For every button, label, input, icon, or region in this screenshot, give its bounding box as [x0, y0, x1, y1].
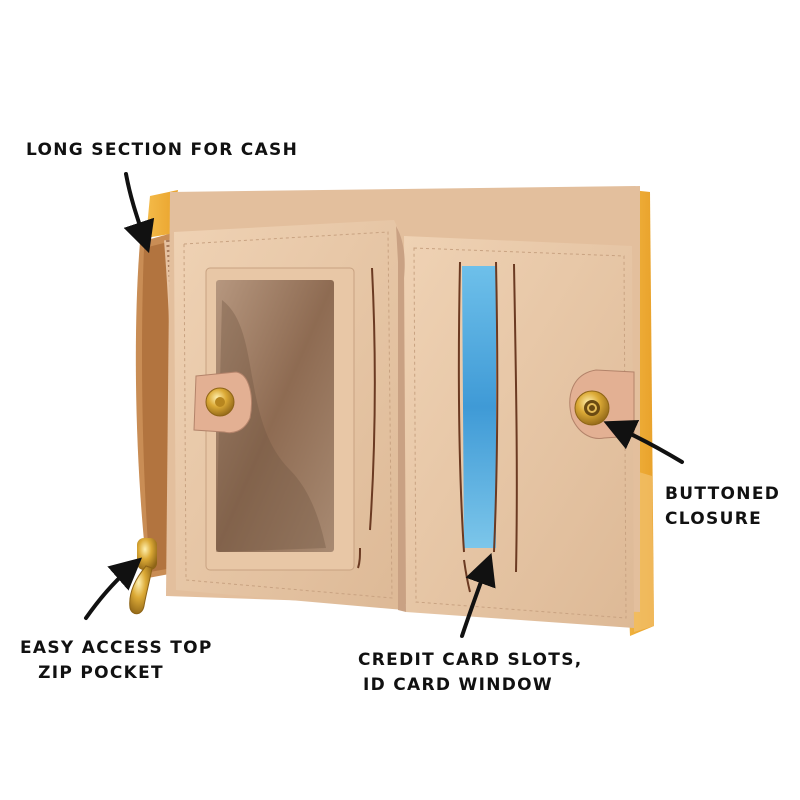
right-snap-socket: [584, 400, 600, 416]
center-fold: [396, 226, 406, 612]
zipper-pull-icon: [129, 565, 153, 615]
arrow-cash-icon: [123, 172, 155, 254]
left-leaf-stitch: [183, 231, 393, 599]
id-window-reflection: [216, 300, 326, 552]
callout-closure-line1: BUTTONED: [665, 484, 781, 504]
callout-cash-line1: LONG SECTION FOR CASH: [26, 140, 299, 160]
zip-pocket-lining: [142, 242, 172, 572]
callout-zip-pocket: EASY ACCESS TOP ZIP POCKET: [20, 636, 213, 686]
callout-zip-line1: EASY ACCESS TOP: [20, 638, 213, 658]
arrow-cards-icon: [460, 552, 496, 638]
callout-cards-line2: ID CARD WINDOW: [363, 675, 553, 695]
right-leaf-stitch: [413, 247, 627, 619]
callout-closure-line2: CLOSURE: [665, 509, 763, 529]
id-card-window: [216, 280, 334, 552]
left-snap-button-center: [215, 397, 225, 407]
left-card-slot-2: [357, 547, 361, 569]
right-card-slot-1: [457, 261, 465, 553]
zipper-slider: [137, 538, 157, 570]
callout-zip-line2: ZIP POCKET: [38, 663, 164, 683]
credit-card: [462, 266, 496, 548]
right-card-slot-2: [493, 261, 499, 553]
callout-card-slots: CREDIT CARD SLOTS, ID CARD WINDOW: [358, 648, 583, 698]
arrow-zip-icon: [84, 557, 143, 620]
callout-cash-section: LONG SECTION FOR CASH: [26, 138, 298, 163]
right-snap-socket-ring: [587, 403, 597, 413]
right-leaf: [404, 236, 634, 628]
left-card-slot-1: [369, 267, 376, 531]
arrow-closure-icon: [603, 420, 684, 464]
callout-cards-line1: CREDIT CARD SLOTS,: [358, 650, 583, 670]
callout-buttoned-closure: BUTTONED CLOSURE: [665, 482, 781, 532]
right-card-slot-3: [513, 263, 518, 573]
